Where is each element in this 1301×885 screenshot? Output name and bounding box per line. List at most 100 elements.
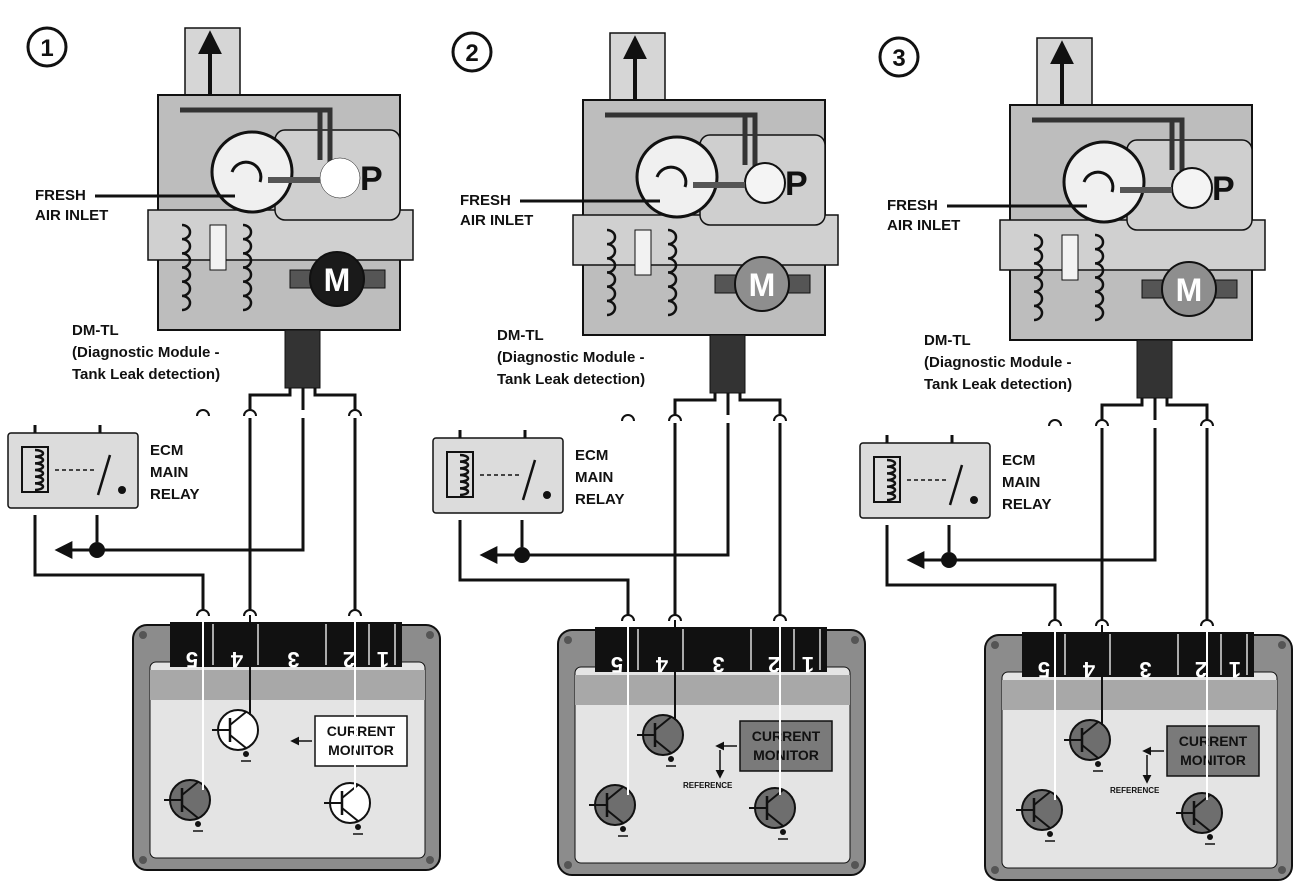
ecm-relay-label-line3: RELAY: [575, 491, 624, 508]
pin-label-2: 2: [1195, 657, 1207, 682]
pump-vane: [744, 162, 786, 204]
wire-power-feed: [522, 423, 730, 557]
wire-hook-2: [1200, 419, 1214, 427]
current-monitor-box: [1166, 725, 1260, 777]
power-junction: [514, 547, 530, 563]
wire-relay-top: [885, 435, 954, 443]
ecm-screw-tl: [991, 641, 999, 649]
relay-coil: [886, 458, 897, 502]
pin-label-3: 3: [712, 652, 724, 677]
module-connector: [1136, 339, 1173, 399]
outlet-nozzle: [1036, 37, 1093, 109]
pin-label-3: 3: [1139, 657, 1151, 682]
wire-hook-2: [348, 409, 362, 417]
pin-label-1: 1: [802, 652, 814, 677]
driver-transistor-right-emitter: [1193, 817, 1211, 832]
motor-symbol: [309, 251, 365, 307]
current-monitor-line1: CURRENT: [1179, 733, 1248, 749]
dmtl-label-line1: DM-TL: [924, 332, 971, 349]
current-monitor-line1: CURRENT: [752, 728, 821, 744]
pump-label: P: [1212, 170, 1235, 208]
motor-label: M: [324, 262, 351, 298]
wire-module-right-stub: [738, 393, 782, 415]
panel-number-badge: [451, 31, 493, 73]
driver-transistor-right-emitter: [766, 812, 784, 827]
spring-left: [1033, 233, 1044, 322]
ecm-screw-br: [851, 861, 859, 869]
relay-coil: [459, 453, 470, 497]
driver-transistor-left: [1016, 789, 1063, 842]
driver-transistor-left-emitter: [1033, 814, 1051, 829]
ecm-screw-tr: [851, 636, 859, 644]
driver-transistor-top-ground-dot: [1095, 761, 1101, 767]
driver-transistor-left-ground-dot: [620, 826, 626, 832]
driver-transistor-right: [749, 787, 796, 840]
pin-label-3: 3: [287, 647, 299, 672]
pin-hook-1: [1095, 619, 1109, 627]
ecm-relay-label-line3: RELAY: [1002, 496, 1051, 513]
ecm-band: [1002, 680, 1277, 710]
ecm-screw-bl: [139, 856, 147, 864]
ecm-screw-br: [426, 856, 434, 864]
pin-hook-2: [773, 614, 787, 622]
driver-transistor-left-collector: [181, 781, 199, 796]
ecm-connector: [170, 622, 402, 667]
power-junction: [89, 542, 105, 558]
pin-label-5: 5: [186, 647, 198, 672]
driver-transistor-left: [164, 779, 211, 832]
ecm-screw-br: [1278, 866, 1286, 874]
driver-transistor-top-collector: [1081, 721, 1099, 736]
wire-relay-top: [458, 430, 527, 438]
spring-left: [181, 223, 192, 312]
wire-power-feed: [97, 418, 305, 552]
wire-hook-0: [1048, 419, 1062, 427]
pin-label-4: 4: [230, 647, 243, 672]
ecm-relay-label-line2: MAIN: [150, 464, 188, 481]
ecm-band: [575, 675, 850, 705]
dmtl-label-line1: DM-TL: [72, 322, 119, 339]
current-monitor-line1: CURRENT: [327, 723, 396, 739]
driver-transistor-left-collector: [606, 786, 624, 801]
current-monitor-line2: MONITOR: [1180, 752, 1246, 768]
dmtl-label-line2: (Diagnostic Module -: [497, 349, 645, 366]
changeover-valve: [210, 130, 294, 214]
panel-number: 1: [40, 35, 53, 62]
ecm-screw-bl: [991, 866, 999, 874]
driver-transistor-top-emitter: [1081, 744, 1099, 759]
dmtl-label-line1: DM-TL: [497, 327, 544, 344]
driver-transistor-top: [212, 709, 259, 762]
fresh-air-label-line2: AIR INLET: [35, 207, 108, 224]
changeover-valve: [635, 135, 719, 219]
wire-module-left-stub: [1100, 398, 1144, 420]
wire-power-feed: [949, 428, 1157, 562]
driver-transistor-left-emitter: [606, 809, 624, 824]
driver-transistor-right-emitter: [341, 807, 359, 822]
relay-contact: [96, 454, 112, 496]
driver-transistor-left: [589, 784, 636, 837]
pin-label-5: 5: [1038, 657, 1050, 682]
driver-transistor-right-ground-dot: [780, 829, 786, 835]
spring-right: [1094, 233, 1105, 322]
ecm-connector: [1022, 632, 1254, 677]
wire-hook-0: [196, 409, 210, 417]
relay-coil-frame: [873, 456, 901, 503]
module-connector: [284, 329, 321, 389]
relay-coil: [34, 448, 45, 492]
dmtl-label-line3: Tank Leak detection): [497, 371, 645, 388]
pump-vane: [319, 157, 361, 199]
driver-transistor-right: [324, 782, 371, 835]
ecm-band: [150, 670, 425, 700]
pin-hook-1: [668, 614, 682, 622]
motor-symbol: [1161, 261, 1217, 317]
pin-hook-2: [348, 609, 362, 617]
driver-transistor-top-collector: [229, 711, 247, 726]
current-monitor-line2: MONITOR: [328, 742, 394, 758]
panel-number: 2: [465, 40, 478, 67]
current-monitor-box: [739, 720, 833, 772]
outlet-nozzle: [609, 32, 666, 104]
wire-hook-0: [621, 414, 635, 422]
fresh-air-label-line2: AIR INLET: [460, 212, 533, 229]
driver-transistor-left-ground-dot: [1047, 831, 1053, 837]
